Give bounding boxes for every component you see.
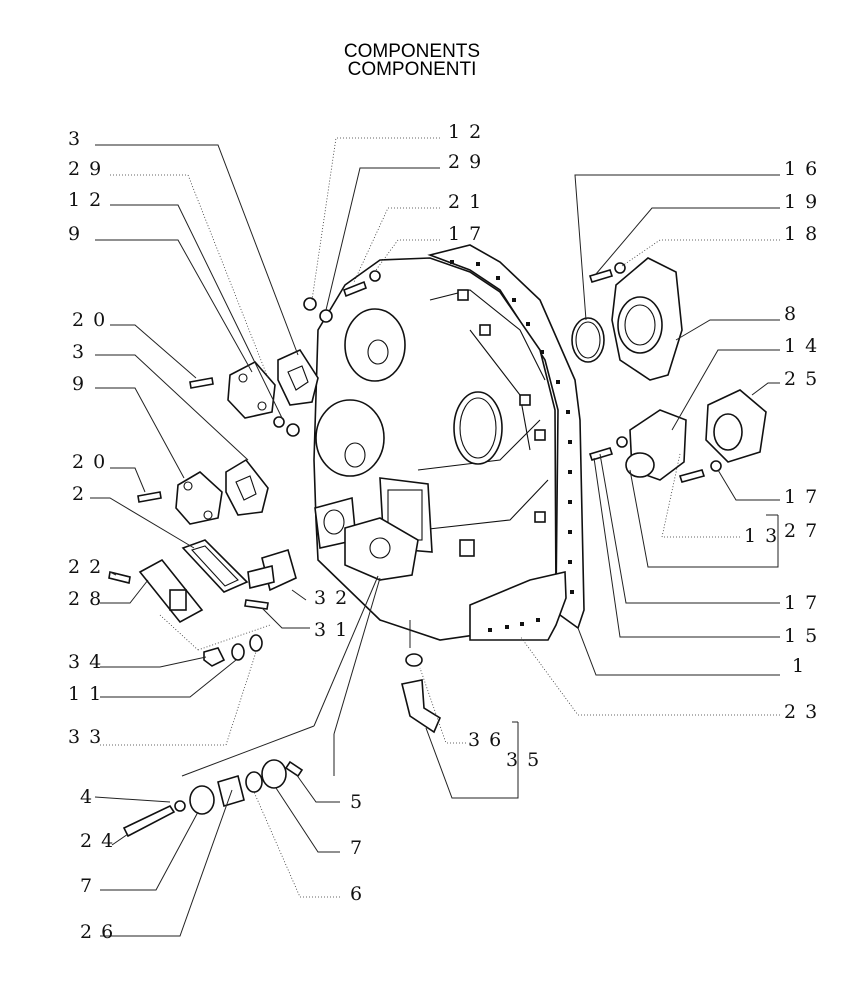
callout-35: 35 <box>506 749 548 771</box>
callout-19: 19 <box>784 191 826 213</box>
screw-19-washer-18 <box>588 262 626 283</box>
callout-25: 25 <box>784 368 826 390</box>
leader-lines <box>90 137 780 937</box>
o-ring-16 <box>571 317 605 363</box>
callout-5: 5 <box>350 791 371 813</box>
callout-21: 21 <box>448 191 490 213</box>
callout-12: 12 <box>68 189 110 211</box>
transmission-housing <box>313 244 585 641</box>
screw-15-washer-17 <box>588 436 722 483</box>
screws-20 <box>137 377 214 503</box>
callout-3: 3 <box>72 341 93 363</box>
callout-6: 6 <box>350 883 371 905</box>
bracket-8 <box>611 257 683 381</box>
callout-20: 20 <box>72 309 114 331</box>
callout-20: 20 <box>72 451 114 473</box>
callout-3: 3 <box>68 128 89 150</box>
callout-34: 34 <box>68 651 110 673</box>
callout-4: 4 <box>80 786 101 808</box>
seal-12-29 <box>273 297 333 437</box>
callout-27: 27 <box>784 520 826 542</box>
callout-23: 23 <box>784 701 826 723</box>
callout-13: 13 <box>744 525 786 547</box>
callout-22: 22 <box>68 556 110 578</box>
gasket-3-upper <box>277 348 319 406</box>
callout-15: 15 <box>784 625 826 647</box>
title-components: COMPONENTS <box>343 41 481 62</box>
callout-32: 32 <box>314 587 356 609</box>
callout-17: 17 <box>448 223 490 245</box>
callout-7: 7 <box>350 837 371 859</box>
callout-12: 12 <box>448 121 490 143</box>
cover-28 <box>138 558 204 624</box>
cover-32 <box>247 548 297 592</box>
callout-28: 28 <box>68 588 110 610</box>
callout-14: 14 <box>784 335 826 357</box>
callout-17: 17 <box>784 486 826 508</box>
callout-26: 26 <box>80 921 122 943</box>
valve-assembly-4-24-7-26-6-5 <box>122 759 304 838</box>
callout-24: 24 <box>80 830 122 852</box>
callout-7: 7 <box>80 875 101 897</box>
callout-9: 9 <box>68 223 89 245</box>
callout-2: 2 <box>72 483 93 505</box>
screw-31 <box>244 599 269 610</box>
screw-21-washer-17 <box>343 270 381 298</box>
nut-washers-34-11-33 <box>203 634 263 667</box>
callout-11: 11 <box>68 683 110 705</box>
callout-18: 18 <box>784 223 826 245</box>
screw-22 <box>108 571 131 584</box>
gasket-3-lower <box>225 458 269 516</box>
callout-9: 9 <box>72 373 93 395</box>
callout-8: 8 <box>784 303 805 325</box>
callout-29: 29 <box>448 151 490 173</box>
callout-29: 29 <box>68 158 110 180</box>
callout-31: 31 <box>314 619 356 641</box>
callout-17: 17 <box>784 592 826 614</box>
fitting-36-35 <box>401 653 442 734</box>
callout-36: 36 <box>468 729 510 751</box>
callout-1: 1 <box>792 655 813 677</box>
cover-25 <box>705 389 767 463</box>
callout-labels: 3 29 12 9 20 3 9 20 2 22 28 34 11 33 4 2… <box>68 121 826 943</box>
title-componenti: COMPONENTI <box>347 59 477 80</box>
cover-plate-9-lower <box>175 471 223 525</box>
callout-16: 16 <box>784 158 826 180</box>
gasket-2 <box>181 539 249 593</box>
cover-14 <box>625 409 687 481</box>
callout-33: 33 <box>68 726 110 748</box>
